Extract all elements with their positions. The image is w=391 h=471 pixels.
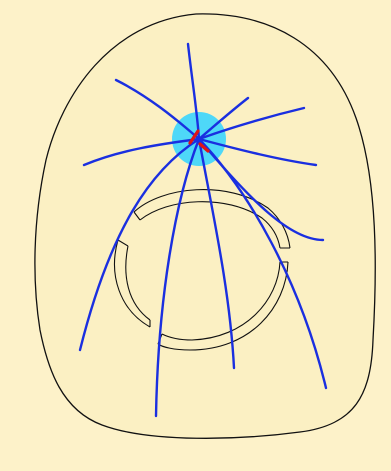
cell-outline — [35, 14, 375, 438]
